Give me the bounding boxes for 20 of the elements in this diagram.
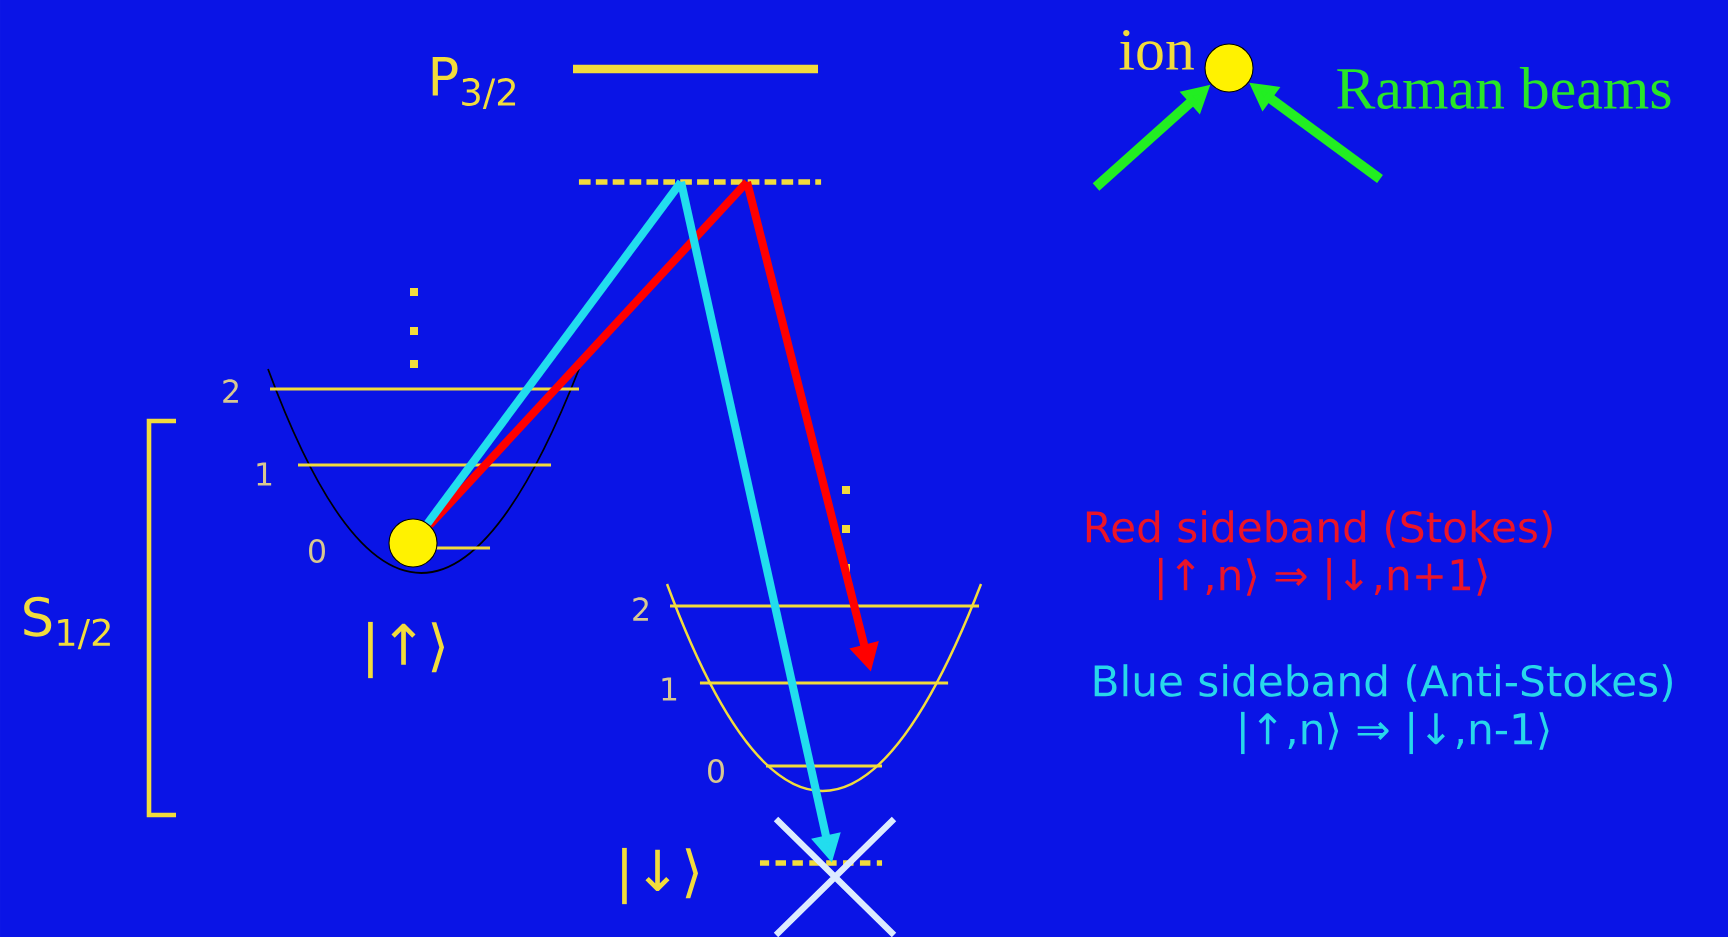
- state-label: |↑⟩: [368, 621, 445, 679]
- quantum-number: 0: [309, 539, 325, 563]
- state-label: |↓⟩: [622, 847, 699, 905]
- quantum-number: 2: [223, 379, 238, 403]
- quantum-number: 2: [633, 597, 648, 621]
- level-label: S$_{1/2}$: [24, 596, 110, 650]
- virtual-level: [576, 179, 824, 185]
- sideband-label: Blue sideband (Anti-Stokes): [1094, 664, 1672, 702]
- ion-ball: [1204, 43, 1254, 93]
- ion-label: ion: [1119, 29, 1194, 71]
- level-label: P$_{3/2}$: [432, 57, 516, 109]
- beam-label: Raman beams: [1337, 66, 1671, 110]
- virtual-level: [757, 860, 885, 866]
- energy-level: [698, 681, 950, 685]
- transition-formula: |↑,n⟩ ⇒ |↓,n+1⟩: [1158, 557, 1487, 601]
- quantum-number: 1: [257, 462, 272, 486]
- transition-formula: |↑,n⟩ ⇒ |↓,n-1⟩: [1241, 711, 1549, 755]
- sideband-label: Red sideband (Stokes): [1086, 510, 1552, 548]
- quantum-number: 0: [708, 759, 724, 783]
- ion-ball: [388, 518, 438, 568]
